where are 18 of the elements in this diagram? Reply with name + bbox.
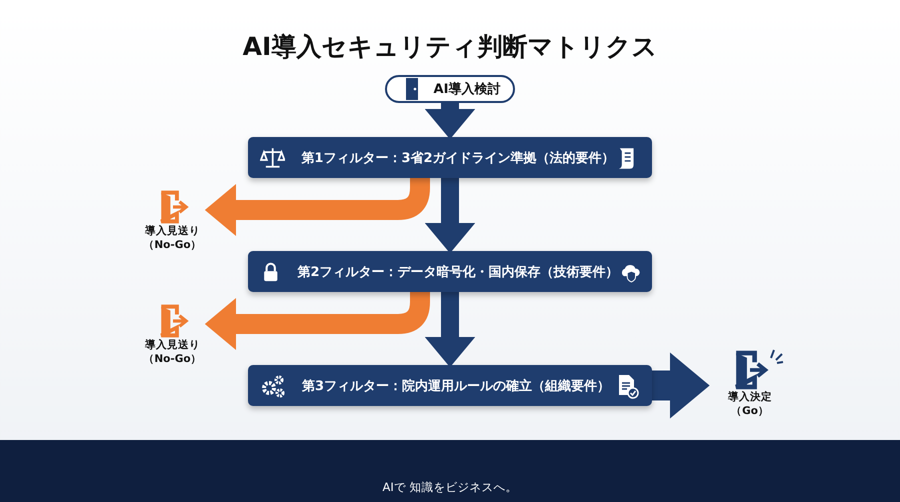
- node-label: 第2フィルター：データ暗号化・国内保存（技術要件）: [296, 264, 619, 280]
- node-label: 第1フィルター：3省2ガイドライン準拠（法的要件）: [300, 150, 615, 166]
- title: AI導入セキュリティ判断マトリクス: [242, 31, 658, 63]
- arrow: [652, 352, 710, 418]
- tagline: AIで 知識をビジネスへ。: [382, 480, 518, 495]
- node-label: AI導入検討: [434, 80, 500, 98]
- start-terminal: [385, 75, 515, 103]
- node-label: 導入見送り（No-Go）: [142, 338, 202, 366]
- filter-box: [248, 251, 652, 292]
- filter-box: [248, 365, 652, 406]
- arrow: [204, 178, 430, 236]
- arrow: [424, 103, 476, 140]
- arrow: [424, 292, 476, 368]
- filter-box: [248, 137, 652, 178]
- node-label: 導入決定（Go）: [727, 390, 773, 418]
- arrow: [424, 178, 476, 254]
- node-label: 第3フィルター：院内運用ルールの確立（組織要件）: [301, 378, 612, 394]
- node-label: 導入見送り（No-Go）: [142, 224, 202, 252]
